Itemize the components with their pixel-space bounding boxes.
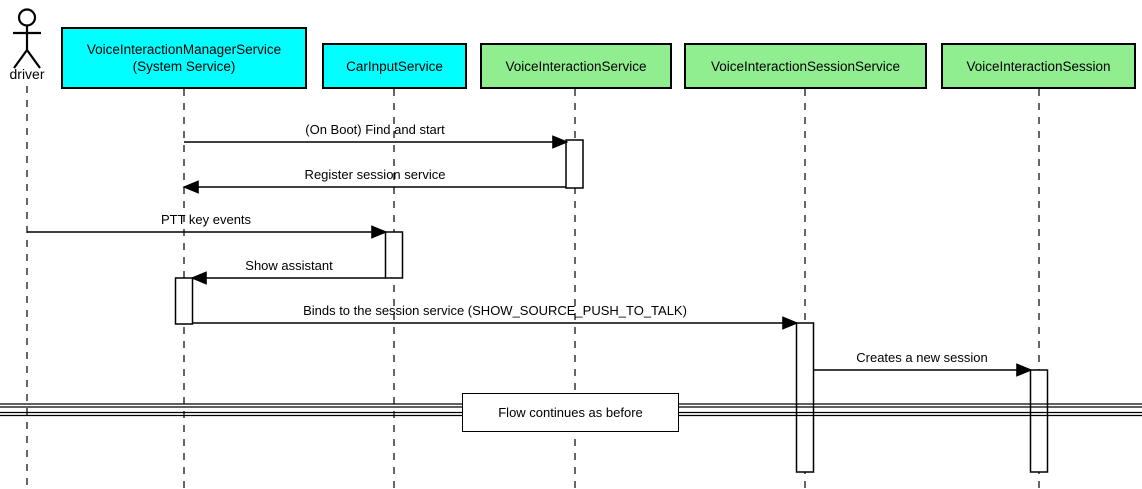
participant-label: VoiceInteractionManagerService [86, 42, 282, 57]
arrow-on-boot-find-and-start [184, 135, 569, 149]
arrow-ptt-key-events [27, 225, 388, 239]
participant-voice-interaction-session: VoiceInteractionSession [941, 43, 1136, 89]
participant-voice-interaction-service: VoiceInteractionService [480, 43, 672, 89]
arrow-binds-to-session-service [192, 316, 799, 330]
message-label-creates-new-session: Creates a new session [856, 350, 988, 365]
participant-voice-interaction-manager-service: VoiceInteractionManagerService (System S… [61, 27, 307, 89]
participant-label: VoiceInteractionService [505, 58, 647, 74]
participant-label: VoiceInteractionSession [966, 58, 1111, 74]
message-label-on-boot-find-and-start: (On Boot) Find and start [305, 122, 445, 137]
message-label-register-session-service: Register session service [304, 167, 446, 182]
participant-voice-interaction-session-service: VoiceInteractionSessionService [684, 43, 927, 89]
message-label-ptt-key-events: PTT key events [160, 212, 252, 227]
message-label-show-assistant: Show assistant [245, 258, 333, 273]
participant-car-input-service: CarInputService [322, 43, 467, 89]
participant-sublabel: (System Service) [132, 59, 236, 74]
arrow-show-assistant [190, 271, 386, 285]
activation-voice-interaction-manager-service [174, 277, 194, 325]
participant-label: VoiceInteractionSessionService [710, 58, 901, 74]
participant-label: CarInputService [346, 58, 443, 74]
activation-car-input-service [384, 231, 404, 279]
arrow-register-session-service [182, 180, 566, 194]
actor-icon [13, 8, 41, 69]
activation-voice-interaction-service [565, 139, 584, 189]
arrow-creates-new-session [813, 363, 1033, 377]
activation-voice-interaction-session-service [795, 322, 815, 473]
actor-label: driver [9, 66, 45, 82]
activation-voice-interaction-session [1029, 369, 1049, 473]
message-label-binds-to-session-service: Binds to the session service (SHOW_SOURC… [303, 303, 687, 318]
divider-label: Flow continues as before [462, 393, 679, 432]
